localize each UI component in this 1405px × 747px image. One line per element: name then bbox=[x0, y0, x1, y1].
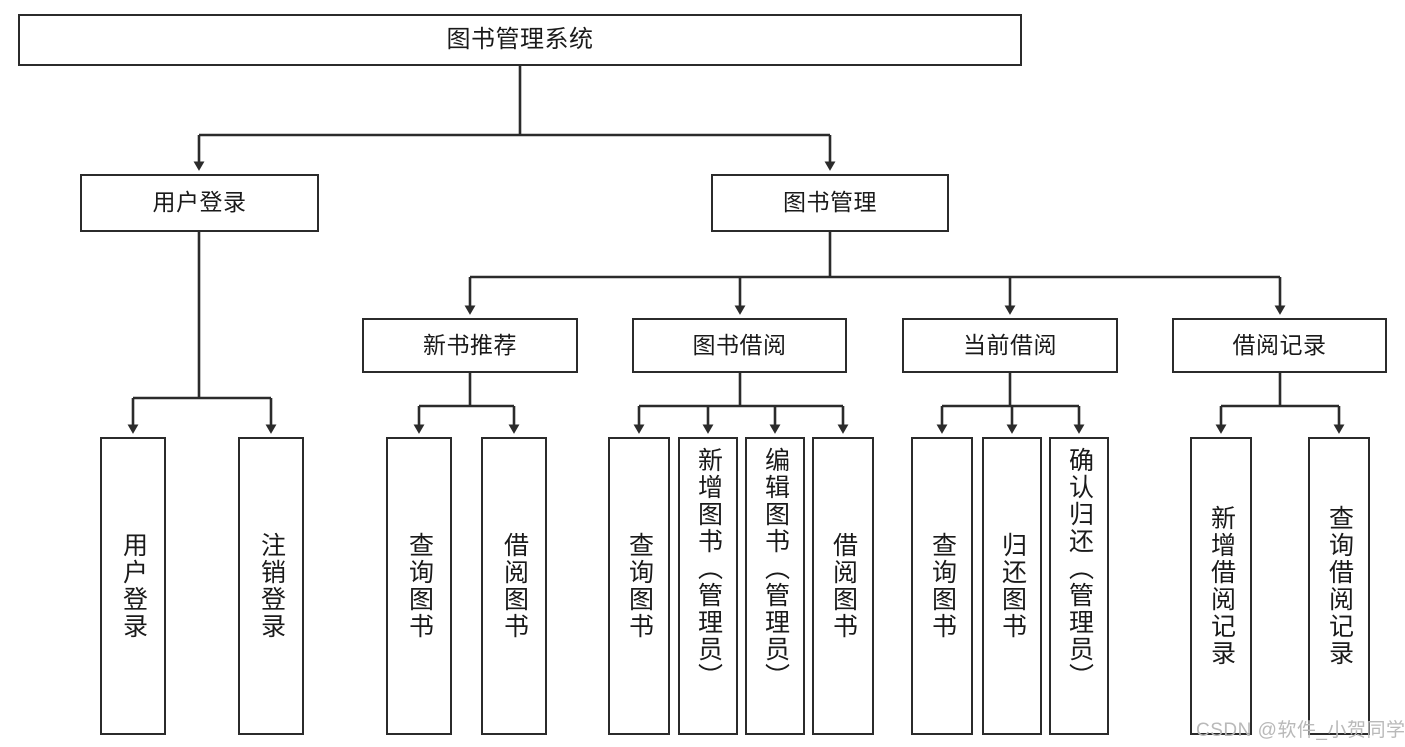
node-leaf-5[interactable]: 新增图书（管理员） bbox=[678, 437, 738, 735]
node-leaf-2[interactable]: 查询图书 bbox=[386, 437, 452, 735]
node-label: 新增图书（管理员） bbox=[694, 447, 723, 690]
node-leaf-9[interactable]: 归还图书 bbox=[982, 437, 1042, 735]
node-label: 确认归还（管理员） bbox=[1065, 447, 1094, 690]
node-label: 借阅图书 bbox=[829, 532, 858, 640]
node-label: 图书借阅 bbox=[692, 331, 787, 358]
node-label: 当前借阅 bbox=[963, 331, 1057, 358]
node-leaf-12[interactable]: 查询借阅记录 bbox=[1308, 437, 1370, 735]
node-leaf-3[interactable]: 借阅图书 bbox=[481, 437, 547, 735]
node-label: 用户登录 bbox=[152, 189, 247, 216]
node-leaf-10[interactable]: 确认归还（管理员） bbox=[1049, 437, 1109, 735]
node-label: 编辑图书（管理员） bbox=[761, 447, 790, 690]
node-label: 注销登录 bbox=[257, 532, 286, 640]
node-level1-1[interactable]: 图书管理 bbox=[711, 174, 949, 232]
node-label: 查询借阅记录 bbox=[1325, 505, 1354, 667]
node-root-system[interactable]: 图书管理系统 bbox=[18, 14, 1022, 66]
node-level2-2[interactable]: 当前借阅 bbox=[902, 318, 1118, 373]
node-leaf-0[interactable]: 用户登录 bbox=[100, 437, 166, 735]
node-label: 图书管理 bbox=[783, 189, 877, 216]
node-label: 新增借阅记录 bbox=[1207, 505, 1236, 667]
node-level2-0[interactable]: 新书推荐 bbox=[362, 318, 578, 373]
node-level2-1[interactable]: 图书借阅 bbox=[632, 318, 847, 373]
node-label: 图书管理系统 bbox=[446, 25, 594, 53]
node-leaf-4[interactable]: 查询图书 bbox=[608, 437, 670, 735]
node-level1-0[interactable]: 用户登录 bbox=[80, 174, 319, 232]
node-label: 借阅图书 bbox=[500, 532, 529, 640]
node-level2-3[interactable]: 借阅记录 bbox=[1172, 318, 1387, 373]
node-leaf-1[interactable]: 注销登录 bbox=[238, 437, 304, 735]
node-label: 归还图书 bbox=[998, 532, 1027, 640]
node-label: 查询图书 bbox=[625, 532, 654, 640]
node-leaf-8[interactable]: 查询图书 bbox=[911, 437, 973, 735]
watermark: CSDN @软件_小贺同学 bbox=[1196, 720, 1405, 741]
node-leaf-6[interactable]: 编辑图书（管理员） bbox=[745, 437, 805, 735]
node-label: 查询图书 bbox=[928, 532, 957, 640]
node-label: 用户登录 bbox=[119, 532, 148, 640]
node-label: 新书推荐 bbox=[423, 331, 517, 358]
node-leaf-7[interactable]: 借阅图书 bbox=[812, 437, 874, 735]
node-leaf-11[interactable]: 新增借阅记录 bbox=[1190, 437, 1252, 735]
node-label: 查询图书 bbox=[405, 532, 434, 640]
node-label: 借阅记录 bbox=[1232, 331, 1327, 358]
